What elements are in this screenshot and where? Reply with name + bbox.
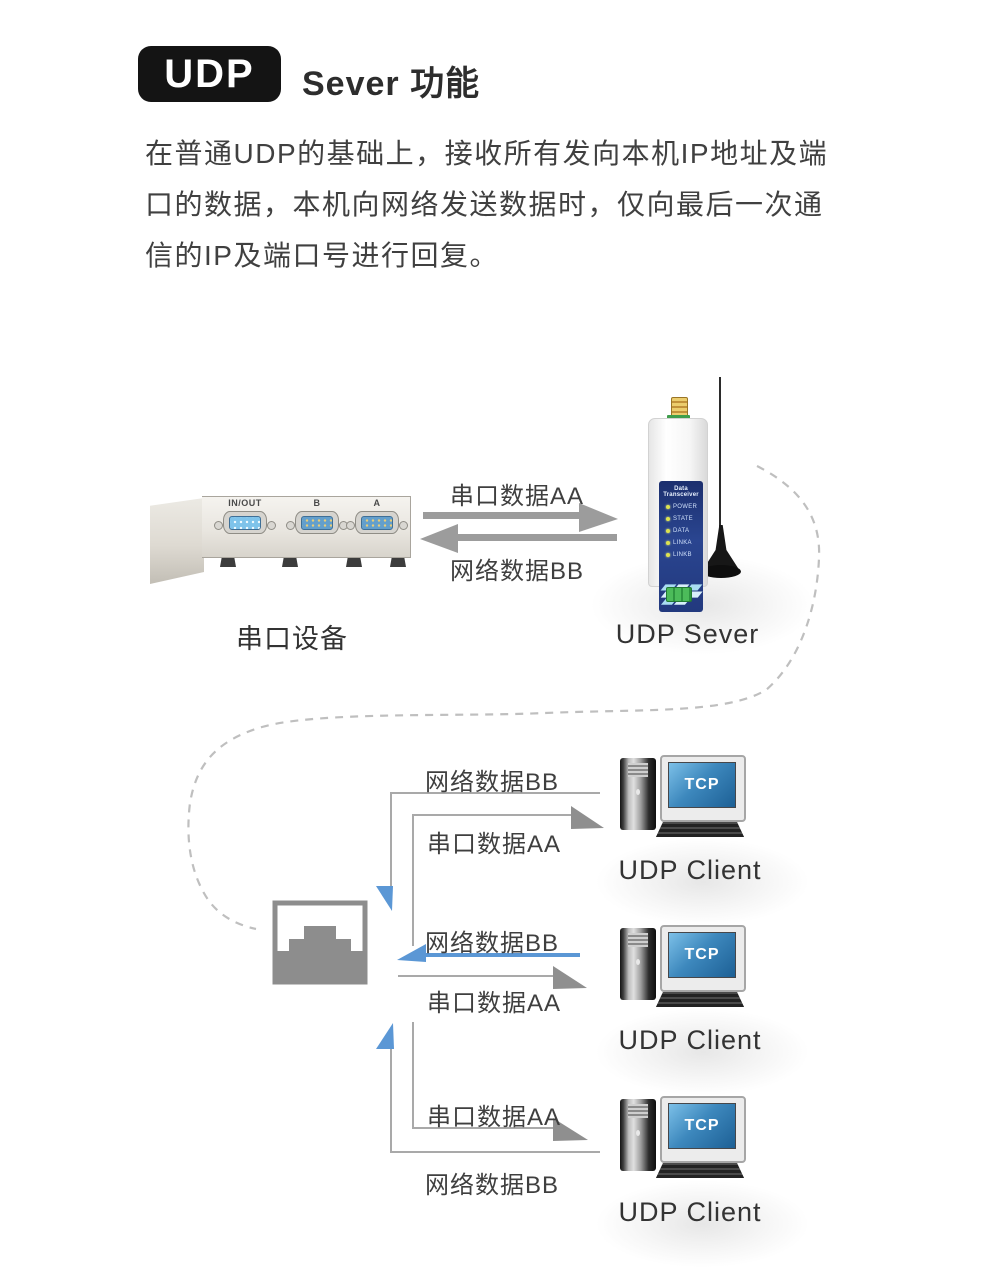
db9-shell-icon — [346, 511, 408, 534]
led-dot-icon — [666, 517, 670, 521]
port-label: A — [373, 498, 381, 508]
client3-top-label: 串口数据AA — [426, 1104, 561, 1131]
device-foot — [346, 558, 362, 567]
tcp-screen: TCP — [668, 1103, 736, 1149]
monitor-icon: TCP — [660, 755, 746, 822]
udp-server-device: Data Transceiver POWER STATE DATA LINKA … — [645, 375, 763, 647]
monitor-icon: TCP — [660, 1096, 746, 1163]
udp-client-computer: TCP — [620, 1096, 746, 1182]
led-label: LINKA — [673, 540, 692, 546]
keyboard-icon — [656, 992, 744, 1007]
serial-device-image: IN/OUT B A — [150, 492, 412, 588]
db9-shell-icon — [286, 511, 348, 534]
udp-client-computer: TCP — [620, 755, 746, 841]
client2-shadow — [595, 1008, 810, 1096]
screen-label: TCP — [684, 1117, 720, 1134]
db9-shell-icon — [214, 511, 276, 534]
keyboard-icon — [656, 822, 744, 837]
led-label: DATA — [673, 528, 690, 534]
db9-male-insert — [301, 516, 333, 530]
screw-icon — [346, 521, 355, 530]
page-title: Sever 功能 — [302, 65, 481, 103]
screw-icon — [399, 521, 408, 530]
screw-icon — [286, 521, 295, 530]
tcp-screen: TCP — [668, 762, 736, 808]
led-dot-icon — [666, 553, 670, 557]
tower-vents-icon — [628, 933, 648, 947]
description-line: 口的数据，本机向网络发送数据时，仅向最后一次通 — [145, 189, 824, 220]
terminal-block-icon — [666, 587, 692, 602]
udp-badge: UDP — [138, 46, 281, 102]
screen-label: TCP — [684, 776, 720, 793]
db9-female-insert — [229, 516, 261, 530]
serial-device-caption: 串口设备 — [236, 624, 348, 654]
db9-male-insert — [361, 516, 393, 530]
device-foot — [390, 558, 406, 567]
led-state: STATE — [666, 516, 703, 522]
udp-server-caption: UDP Sever — [615, 619, 760, 649]
tcp-screen: TCP — [668, 932, 736, 978]
led-label: STATE — [673, 516, 693, 522]
udp-client-caption: UDP Client — [618, 1025, 762, 1055]
led-dot-icon — [666, 541, 670, 545]
description-line: 在普通UDP的基础上，接收所有发向本机IP地址及端 — [145, 138, 829, 169]
led-linka: LINKA — [666, 540, 703, 546]
led-power: POWER — [666, 504, 703, 510]
tower-button-icon — [636, 959, 640, 965]
keyboard-icon — [656, 1163, 744, 1178]
client2-top-label: 网络数据BB — [424, 930, 559, 957]
panel-title: Data Transceiver — [663, 486, 699, 498]
label-serial-data-aa: 串口数据AA — [449, 483, 584, 510]
monitor-icon: TCP — [660, 925, 746, 992]
client3-shadow — [595, 1180, 810, 1268]
screw-icon — [267, 521, 276, 530]
db9-port-inout: IN/OUT — [207, 498, 283, 534]
db9-port-a: A — [339, 498, 415, 534]
client3-bottom-label: 网络数据BB — [424, 1172, 559, 1199]
screen-label: TCP — [684, 946, 720, 963]
udp-client-computer: TCP — [620, 925, 746, 1011]
tower-button-icon — [636, 789, 640, 795]
device-foot — [282, 558, 298, 567]
led-data: DATA — [666, 528, 703, 534]
serial-device-side — [150, 498, 204, 584]
port-label: IN/OUT — [228, 498, 262, 508]
antenna-rod-icon — [719, 377, 721, 529]
udp-client-caption: UDP Client — [618, 855, 762, 885]
label-network-data-bb: 网络数据BB — [449, 558, 584, 585]
description-line: 信的IP及端口号进行回复。 — [145, 240, 499, 271]
arrow-server-to-serial-icon — [420, 524, 617, 553]
client2-bottom-label: 串口数据AA — [426, 990, 561, 1017]
client1-bottom-label: 串口数据AA — [426, 831, 561, 858]
client3-network-line — [376, 1023, 600, 1153]
server-body: Data Transceiver POWER STATE DATA LINKA … — [648, 418, 708, 612]
led-label: LINKB — [673, 552, 692, 558]
tower-vents-icon — [628, 763, 648, 777]
client1-top-label: 网络数据BB — [424, 769, 559, 796]
tower-vents-icon — [628, 1104, 648, 1118]
device-foot — [220, 558, 236, 567]
led-linkb: LINKB — [666, 552, 703, 558]
ethernet-switch-icon — [272, 900, 368, 985]
tower-button-icon — [636, 1130, 640, 1136]
led-dot-icon — [666, 505, 670, 509]
udp-client-caption: UDP Client — [618, 1197, 762, 1227]
led-label: POWER — [673, 504, 698, 510]
led-dot-icon — [666, 529, 670, 533]
description-paragraph: 在普通UDP的基础上，接收所有发向本机IP地址及端 口的数据，本机向网络发送数据… — [145, 128, 885, 281]
screw-icon — [214, 521, 223, 530]
